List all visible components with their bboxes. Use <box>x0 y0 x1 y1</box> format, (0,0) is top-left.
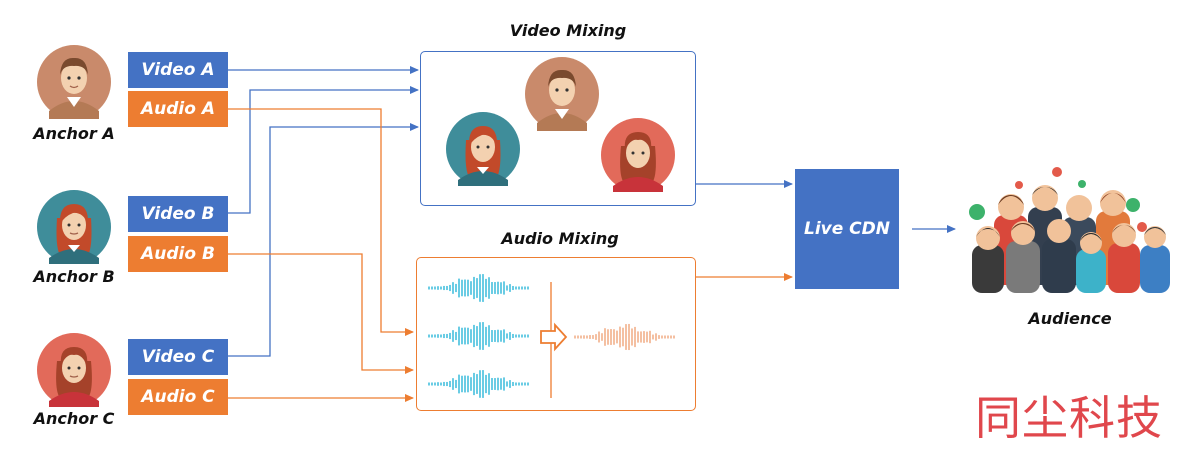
like-icon <box>969 204 985 220</box>
video-c-wire <box>228 123 419 357</box>
like-icon <box>1078 180 1086 188</box>
audience-people <box>972 185 1170 293</box>
audio-c-tag: Audio C <box>128 379 228 415</box>
anchor-c-label: Anchor C <box>33 409 115 428</box>
waveform-input-c <box>428 370 529 398</box>
audio-b-tag: Audio B <box>128 236 228 272</box>
heart-icon <box>1015 181 1023 189</box>
waveform-input-b <box>428 322 529 350</box>
video-b-wire <box>228 86 419 214</box>
video-mix-avatars <box>446 57 675 192</box>
mix-avatar-anchor-b <box>446 112 520 186</box>
video-a-tag: Video A <box>128 52 228 88</box>
anchor-a-label: Anchor A <box>33 124 115 143</box>
waveform-input-a <box>428 274 529 302</box>
video-c-tag: Video C <box>128 339 228 375</box>
mix-avatar-anchor-a <box>525 57 599 131</box>
audio-waveforms <box>428 274 675 398</box>
video-mixing-box <box>420 51 696 206</box>
anchor-b-avatar <box>37 190 111 264</box>
mix-arrow-icon <box>540 322 568 352</box>
audio-mixing-title: Audio Mixing <box>501 229 619 248</box>
anchor-b-label: Anchor B <box>33 267 115 286</box>
video-mixing-title: Video Mixing <box>509 21 627 40</box>
anchor-a-avatar <box>37 45 111 119</box>
like-icon <box>1126 198 1140 212</box>
audio-b-wire <box>228 253 414 374</box>
audio-mixing-box <box>416 257 696 411</box>
anchor-c-avatar <box>37 333 111 407</box>
heart-icon <box>1137 222 1147 232</box>
watermark-text: 同尘科技 <box>975 391 1163 445</box>
audio-a-tag: Audio A <box>128 91 228 127</box>
heart-icon <box>1052 167 1062 177</box>
waveform-mixed-output <box>574 323 675 351</box>
live-cdn-box: Live CDN <box>795 169 899 289</box>
audience-label: Audience <box>1028 309 1112 328</box>
video-b-tag: Video B <box>128 196 228 232</box>
audio-a-wire <box>228 108 414 336</box>
mix-avatar-anchor-c <box>601 118 675 192</box>
audience-illustration <box>969 167 1170 293</box>
